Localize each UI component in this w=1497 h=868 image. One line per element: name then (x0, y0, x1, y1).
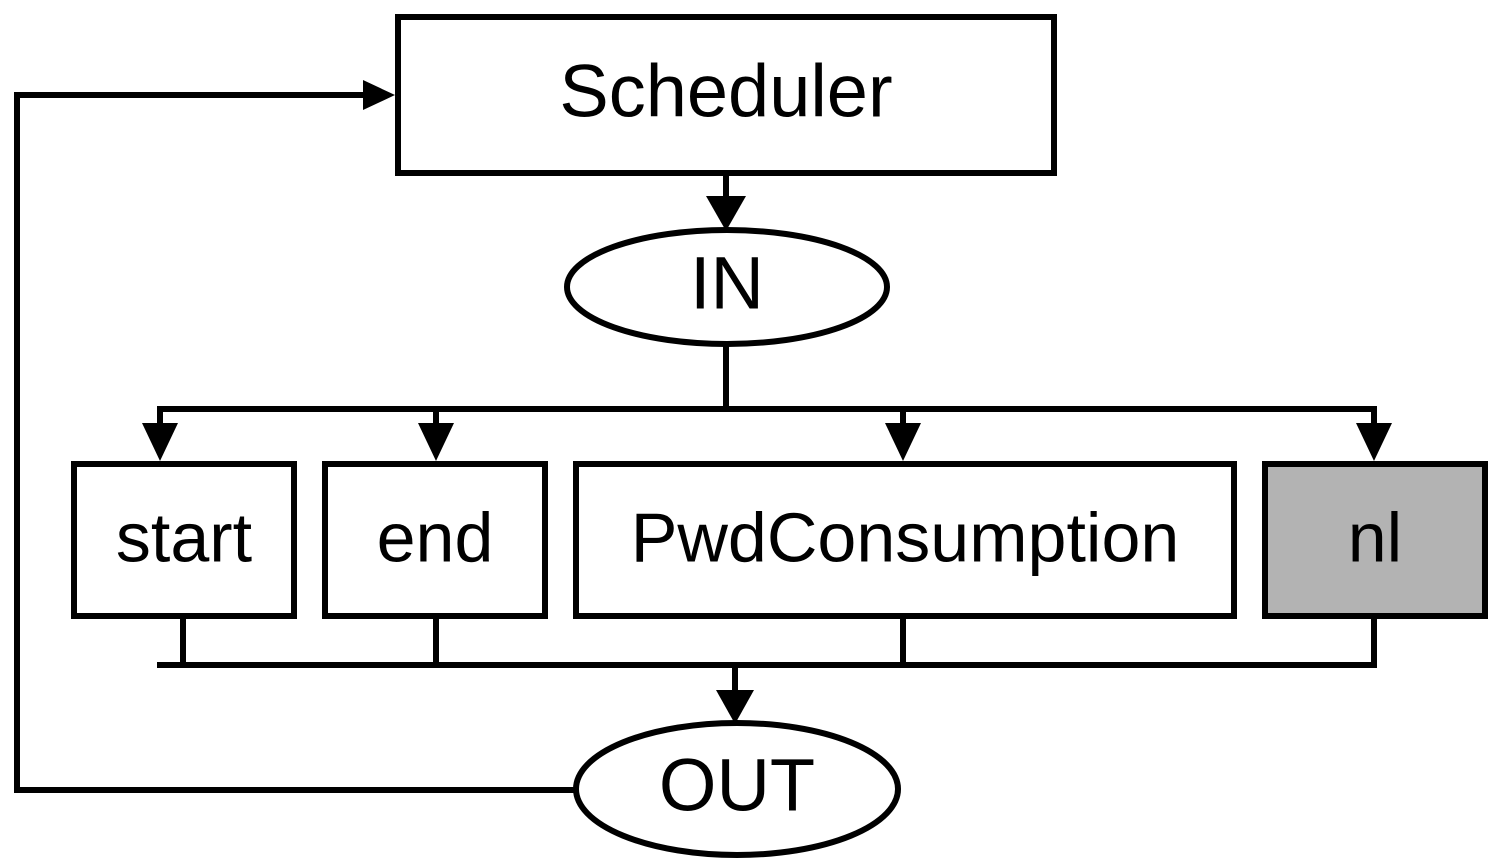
pwdconsumption-label: PwdConsumption (631, 498, 1180, 576)
arrowhead-to-end (418, 423, 454, 461)
out-label: OUT (659, 744, 815, 827)
start-label: start (116, 498, 252, 576)
nl-label: nl (1348, 498, 1402, 576)
node-in[interactable]: IN (564, 227, 890, 347)
start-box[interactable] (71, 461, 297, 619)
pwdconsumption-box[interactable] (573, 461, 1237, 619)
nl-box[interactable] (1262, 461, 1488, 619)
out-ellipse[interactable] (573, 720, 901, 858)
arrowhead-to-start (142, 423, 178, 461)
edge-merge-to-out (716, 665, 754, 724)
node-end[interactable]: end (322, 461, 548, 619)
arrowhead-to-scheduler (363, 80, 395, 110)
arrowhead-to-pwdconsumption (885, 423, 921, 461)
fanout-bus (142, 406, 1392, 461)
edge-out-to-scheduler (14, 80, 575, 793)
merge-bus (157, 619, 1377, 668)
arrowhead-to-nl (1356, 423, 1392, 461)
arrowhead-to-out (716, 690, 754, 724)
in-ellipse[interactable] (564, 227, 890, 347)
node-start[interactable]: start (71, 461, 297, 619)
node-pwdconsumption[interactable]: PwdConsumption (573, 461, 1237, 619)
node-scheduler[interactable]: Scheduler (395, 14, 1057, 176)
end-label: end (377, 498, 494, 576)
scheduler-box[interactable] (395, 14, 1057, 176)
node-nl[interactable]: nl (1262, 461, 1488, 619)
arrowhead-to-in (706, 196, 746, 231)
end-box[interactable] (322, 461, 548, 619)
scheduler-label: Scheduler (559, 50, 892, 133)
edge-out-to-scheduler-line (14, 92, 575, 793)
edge-scheduler-to-in (706, 176, 746, 231)
node-out[interactable]: OUT (573, 720, 901, 858)
in-label: IN (690, 242, 764, 325)
